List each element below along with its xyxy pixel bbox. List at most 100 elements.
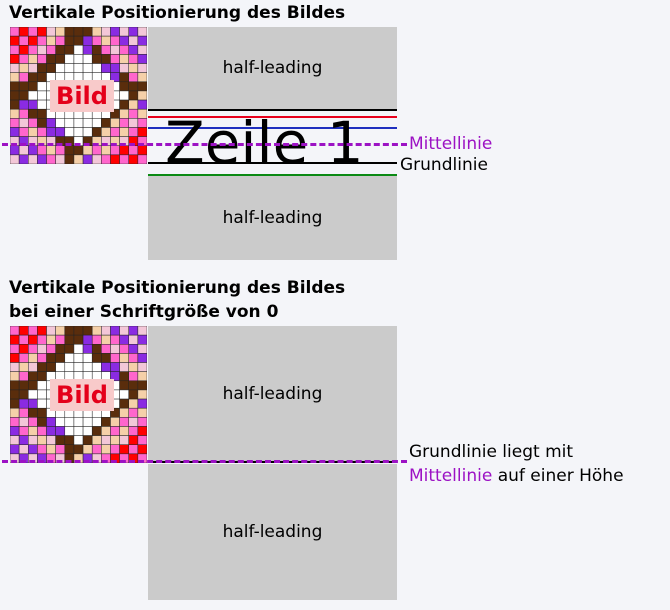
pixel-cell bbox=[18, 326, 29, 336]
pixel-cell bbox=[91, 326, 102, 336]
pixel-cell bbox=[119, 145, 129, 156]
pixel-cell bbox=[10, 426, 20, 436]
pixel-cell bbox=[18, 398, 29, 409]
pixel-cell bbox=[28, 417, 38, 427]
pixel-cell bbox=[28, 45, 38, 55]
pixel-cell bbox=[46, 435, 56, 445]
pixel-cell bbox=[18, 99, 29, 110]
pixel-cell bbox=[10, 118, 20, 128]
pixel-cell bbox=[137, 435, 147, 445]
pixel-cell bbox=[46, 35, 56, 46]
pixel-cell bbox=[10, 81, 20, 92]
pixel-cell bbox=[73, 154, 84, 164]
pixel-cell bbox=[101, 54, 111, 64]
pixel-cell bbox=[10, 362, 20, 372]
pixel-cell bbox=[37, 407, 47, 418]
pixel-cell bbox=[128, 35, 139, 46]
pixel-cell bbox=[10, 435, 20, 445]
pixel-cell bbox=[55, 27, 66, 37]
pixel-cell bbox=[37, 63, 47, 73]
pixel-cell bbox=[46, 63, 56, 73]
pixel-cell bbox=[91, 334, 102, 345]
pixel-cell bbox=[137, 326, 147, 336]
pixel-cell bbox=[91, 362, 102, 372]
pixel-cell bbox=[18, 72, 29, 83]
pixel-cell bbox=[82, 326, 93, 336]
pixel-cell bbox=[10, 380, 20, 391]
pixel-cell bbox=[37, 145, 47, 156]
descender-line bbox=[148, 174, 397, 176]
pixel-cell bbox=[137, 154, 147, 164]
pixel-cell bbox=[55, 417, 66, 427]
pixel-cell bbox=[28, 99, 38, 110]
pixel-cell bbox=[128, 371, 139, 382]
pixel-cell bbox=[37, 344, 47, 354]
pixel-cell bbox=[128, 72, 139, 83]
pixel-cell bbox=[10, 63, 20, 73]
pixel-cell bbox=[128, 426, 139, 436]
pixel-cell bbox=[37, 118, 47, 128]
pixel-cell bbox=[110, 127, 120, 137]
pixel-cell bbox=[18, 108, 29, 119]
pixel-cell bbox=[37, 54, 47, 64]
pixel-cell bbox=[119, 426, 129, 436]
pixel-cell bbox=[37, 353, 47, 363]
pixel-cell bbox=[128, 90, 139, 101]
pixel-cell bbox=[91, 154, 102, 164]
pixel-cell bbox=[18, 54, 29, 64]
pixel-cell bbox=[28, 444, 38, 455]
half-leading-top: half-leading bbox=[148, 326, 397, 462]
pixel-cell bbox=[73, 145, 84, 156]
pixel-cell bbox=[128, 108, 139, 119]
pixel-cell bbox=[110, 118, 120, 128]
half-leading-bottom: half-leading bbox=[148, 464, 397, 600]
pixel-cell bbox=[18, 389, 29, 400]
baseline-line bbox=[148, 162, 397, 164]
pixel-cell bbox=[128, 353, 139, 363]
pixel-cell bbox=[137, 81, 147, 92]
pixel-cell bbox=[46, 426, 56, 436]
section2-title-line1: Vertikale Positionierung des Bildes bbox=[9, 278, 346, 298]
pixel-cell bbox=[28, 90, 38, 101]
pixel-cell bbox=[101, 118, 111, 128]
pixel-cell bbox=[119, 362, 129, 372]
pixel-cell bbox=[18, 118, 29, 128]
pixel-cell bbox=[101, 127, 111, 137]
pixel-cell bbox=[73, 127, 84, 137]
pixel-cell bbox=[18, 371, 29, 382]
pixel-cell bbox=[73, 417, 84, 427]
pixel-cell bbox=[46, 118, 56, 128]
pixel-cell bbox=[110, 417, 120, 427]
pixel-cell bbox=[37, 154, 47, 164]
pixel-cell bbox=[18, 334, 29, 345]
pixel-cell bbox=[64, 334, 75, 345]
pixel-cell bbox=[110, 27, 120, 37]
pixel-cell bbox=[128, 127, 139, 137]
pixel-cell bbox=[137, 380, 147, 391]
pixel-cell bbox=[137, 353, 147, 363]
pixel-cell bbox=[37, 398, 47, 409]
pixel-cell bbox=[18, 417, 29, 427]
pixel-cell bbox=[18, 380, 29, 391]
pixel-cell bbox=[64, 326, 75, 336]
pixel-cell bbox=[101, 426, 111, 436]
pixel-cell bbox=[10, 371, 20, 382]
pixel-cell bbox=[64, 444, 75, 455]
pixel-cell bbox=[10, 389, 20, 400]
pixel-cell bbox=[119, 344, 129, 354]
pixel-cell bbox=[64, 54, 75, 64]
pixel-cell bbox=[128, 417, 139, 427]
pixel-cell bbox=[73, 435, 84, 445]
pixel-cell bbox=[55, 154, 66, 164]
pixel-cell bbox=[37, 99, 47, 110]
pixel-cell bbox=[128, 389, 139, 400]
section1-title: Vertikale Positionierung des Bildes bbox=[9, 3, 346, 23]
pixel-cell bbox=[101, 344, 111, 354]
half-leading-top: half-leading bbox=[148, 27, 397, 109]
x-height-line bbox=[148, 127, 397, 129]
pixel-cell bbox=[128, 398, 139, 409]
pixel-cell bbox=[18, 145, 29, 156]
pixel-cell bbox=[46, 353, 56, 363]
pixel-cell bbox=[128, 27, 139, 37]
pixel-cell bbox=[10, 353, 20, 363]
